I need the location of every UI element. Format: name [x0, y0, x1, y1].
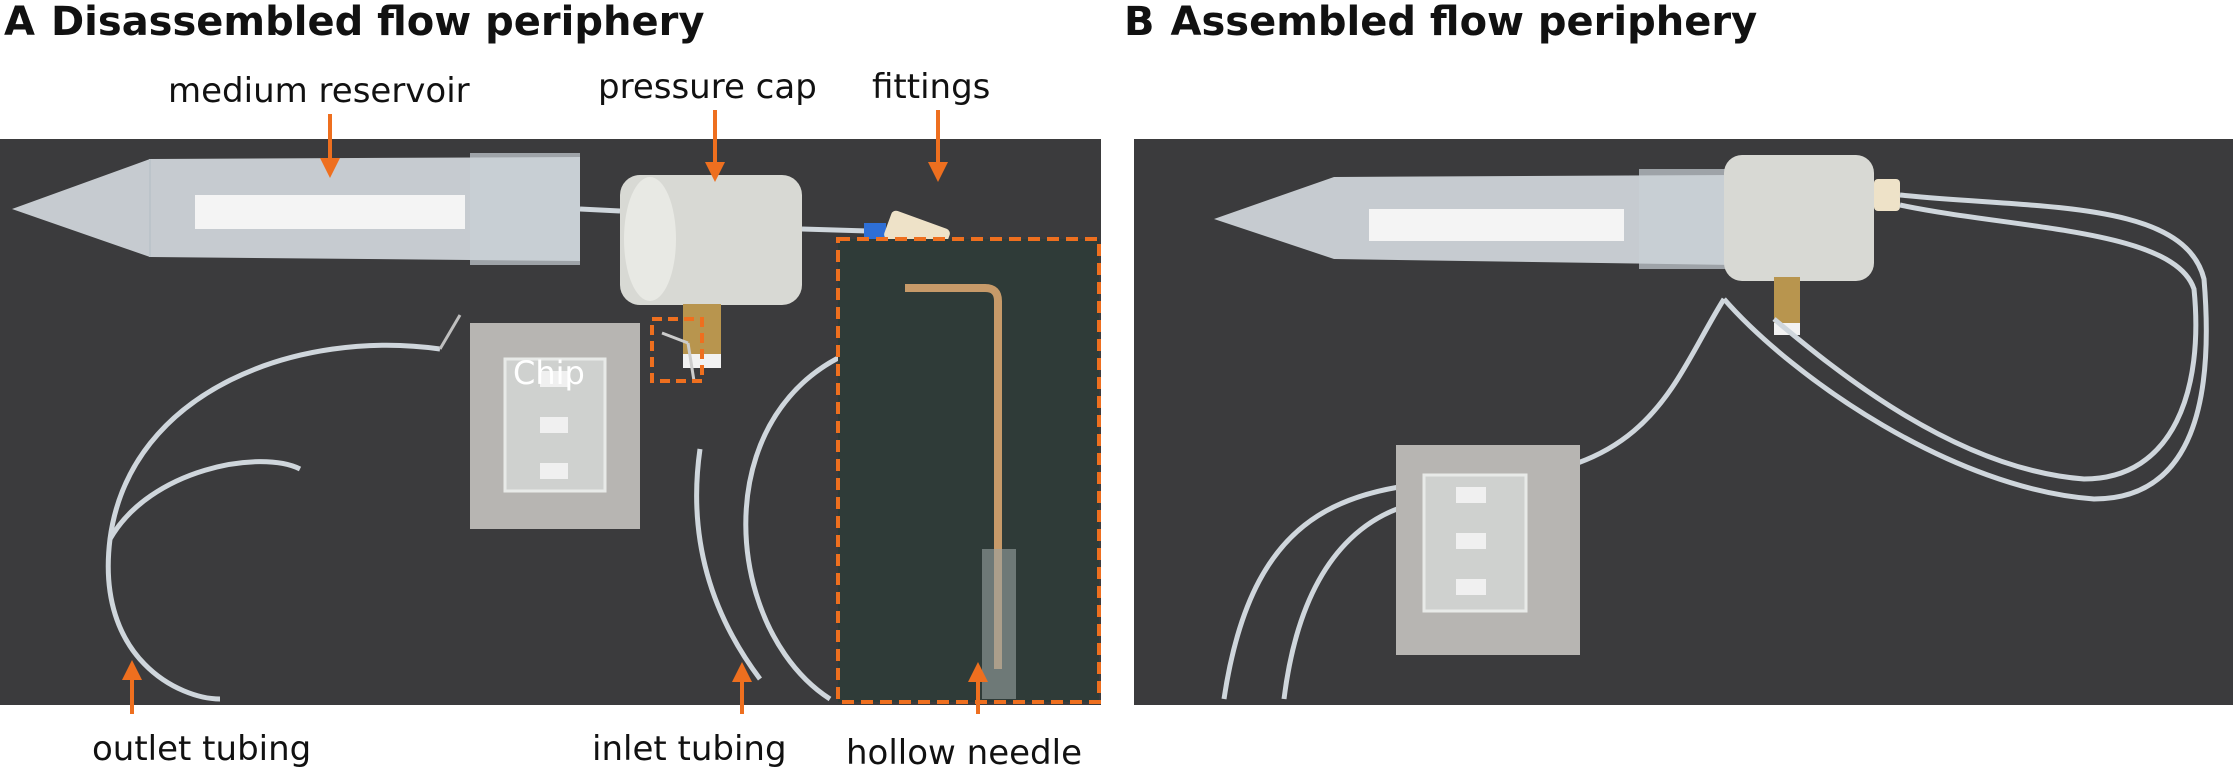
- medium-reservoir-tube: [12, 153, 580, 265]
- label-outlet-tubing: outlet tubing: [92, 729, 312, 769]
- needle-callout-box: [650, 317, 704, 383]
- label-pressure-cap: pressure cap: [598, 67, 817, 107]
- panel-b-letter: B: [1124, 0, 1155, 45]
- hollow-needle-inset: [836, 237, 1101, 704]
- outlet-tubing-photo: [105, 314, 462, 702]
- panel-b-header: B Assembled flow periphery: [1124, 0, 1757, 44]
- panel-a-header: A Disassembled flow periphery: [4, 0, 704, 44]
- assembled-reservoir: [1214, 169, 1734, 269]
- panel-b-title: Assembled flow periphery: [1170, 0, 1758, 45]
- panel-a-title: Disassembled flow periphery: [50, 0, 705, 45]
- photo-disassembled: [0, 139, 1101, 705]
- panel-a-letter: A: [4, 0, 35, 45]
- label-fittings: fittings: [872, 67, 991, 107]
- pressure-cap: [620, 175, 802, 368]
- label-inlet-tubing: inlet tubing: [592, 729, 787, 769]
- assembled-chip: [1396, 445, 1580, 655]
- photo-assembled: [1134, 139, 2233, 705]
- label-hollow-needle: hollow needle: [846, 733, 1082, 773]
- label-medium-reservoir: medium reservoir: [168, 71, 470, 111]
- chip: [470, 323, 640, 529]
